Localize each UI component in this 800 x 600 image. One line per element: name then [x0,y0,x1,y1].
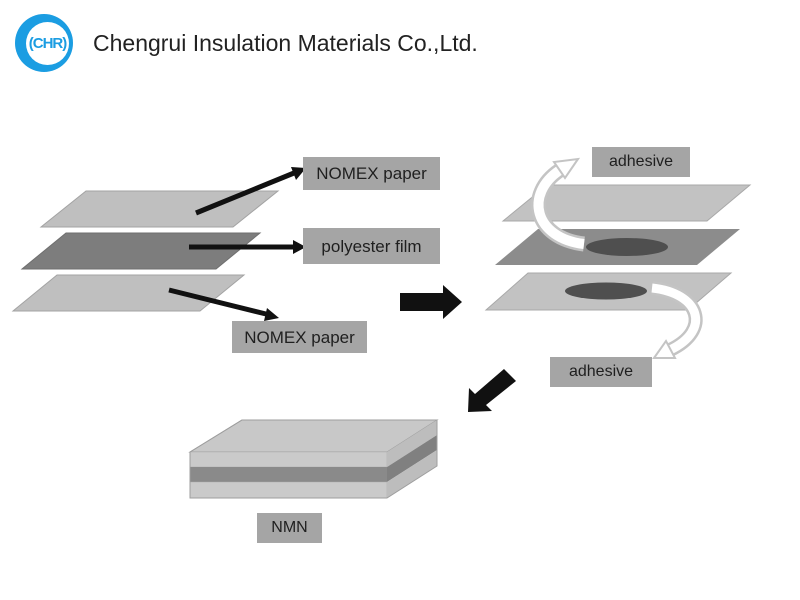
arrow-to-polyester-head [293,240,306,254]
nmn-box-front-dark-stripe [190,467,387,482]
right-top-layer [501,184,752,222]
left-nomex-bottom-layer [11,274,246,312]
process-arrow-right [400,285,462,319]
arrow-to-nomex-top [195,170,295,216]
label-polyester-film: polyester film [303,228,440,264]
logo-inner-circle: (CHR) [26,22,69,65]
left-nomex-top-layer [39,190,280,228]
nmn-box-side-dark-stripe [387,435,437,482]
adhesive-top-curved-arrow-head [552,157,581,180]
nmn-box-outline [189,419,438,499]
nmn-box-side-light-top [387,420,437,467]
arrow-to-nomex-bottom-head [264,308,279,321]
adhesive-top-curved-arrow [533,165,585,249]
process-arrow-down-left [468,369,516,412]
nmn-box-front-light-bottom [189,481,388,499]
adhesive-bottom-curved-arrow [651,283,701,355]
company-logo: (CHR) [15,14,73,72]
arrow-to-nomex-top-head [291,167,306,180]
nmn-box-front-light-top [189,451,388,468]
label-adhesive-bottom: adhesive [550,357,652,387]
label-nomex-paper-bottom: NOMEX paper [232,321,367,353]
label-nomex-paper-top: NOMEX paper [303,157,440,190]
arrow-to-nomex-bottom [168,287,267,317]
label-nmn: NMN [257,513,322,543]
label-adhesive-top: adhesive [592,147,690,177]
logo-text: (CHR) [28,35,67,52]
nmn-box-side-light-bottom [387,450,437,498]
company-name: Chengrui Insulation Materials Co.,Ltd. [93,29,478,56]
header: (CHR) Chengrui Insulation Materials Co.,… [15,14,478,72]
left-polyester-layer [20,232,262,270]
adhesive-bottom-curved-arrow-head [652,339,677,359]
adhesive-spot-top [586,238,668,256]
adhesive-spot-bottom [565,282,647,300]
